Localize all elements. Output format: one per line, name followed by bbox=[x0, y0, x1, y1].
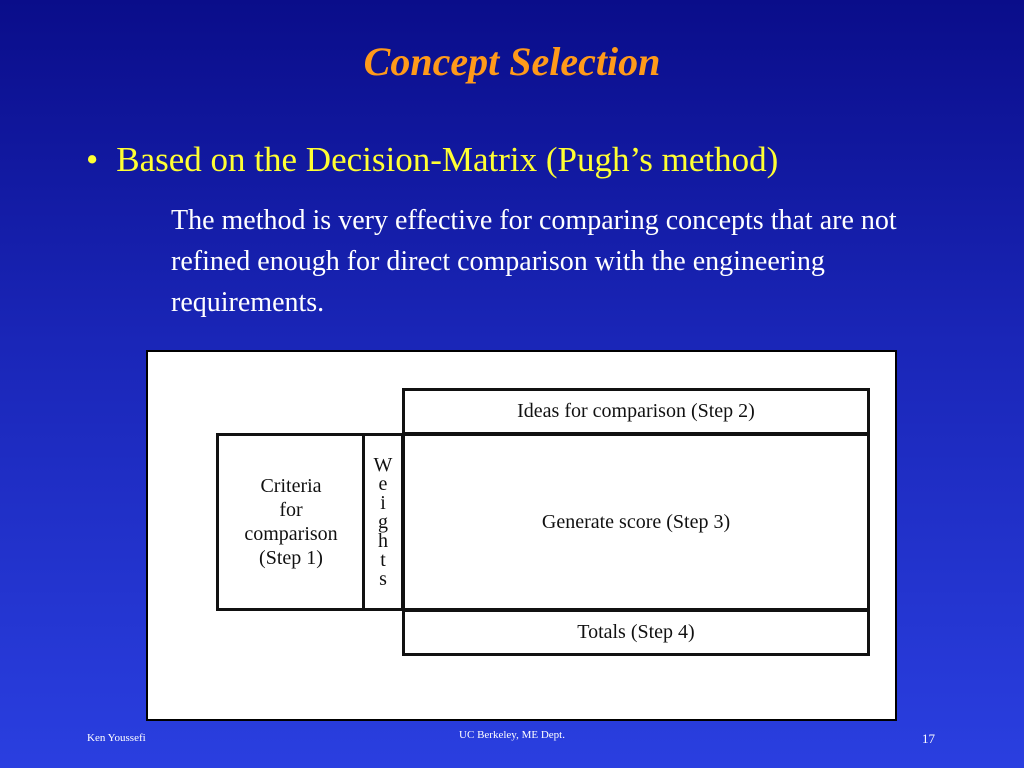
weights-letter: e bbox=[378, 472, 388, 495]
page-number: 17 bbox=[922, 731, 935, 746]
ideas-box: Ideas for comparison (Step 2) bbox=[402, 388, 870, 435]
weights-letter: h bbox=[378, 529, 388, 552]
criteria-line: Criteria bbox=[260, 475, 322, 497]
decision-matrix-figure: Criteria for comparison (Step 1) W e i g… bbox=[146, 350, 897, 721]
criteria-box: Criteria for comparison (Step 1) bbox=[216, 433, 366, 611]
generate-score-label: Generate score (Step 3) bbox=[541, 510, 731, 533]
footer-department: UC Berkeley, ME Dept. bbox=[459, 729, 565, 741]
weights-letter: g bbox=[378, 510, 388, 533]
bullet-symbol: • bbox=[86, 140, 99, 179]
totals-box: Totals (Step 4) bbox=[402, 609, 870, 656]
weights-letter: i bbox=[380, 491, 386, 514]
generate-score-box: Generate score (Step 3) bbox=[402, 433, 870, 611]
bullet-item: • Based on the Decision-Matrix (Pugh’s m… bbox=[86, 140, 778, 180]
criteria-line: for bbox=[279, 499, 303, 521]
bullet-subtext: The method is very effective for compari… bbox=[171, 205, 897, 318]
criteria-line: comparison bbox=[244, 523, 338, 545]
weights-letter: s bbox=[379, 567, 387, 590]
criteria-line: (Step 1) bbox=[259, 547, 323, 569]
bullet-text: Based on the Decision-Matrix (Pugh’s met… bbox=[116, 140, 779, 179]
weights-letter: t bbox=[380, 548, 386, 571]
totals-label: Totals (Step 4) bbox=[577, 621, 695, 643]
weights-letter: W bbox=[373, 453, 393, 476]
footer-author: Ken Youssefi bbox=[87, 732, 146, 744]
slide-title: Concept Selection bbox=[363, 39, 661, 84]
ideas-label: Ideas for comparison (Step 2) bbox=[517, 400, 755, 422]
weights-column: W e i g h t s bbox=[362, 433, 404, 611]
